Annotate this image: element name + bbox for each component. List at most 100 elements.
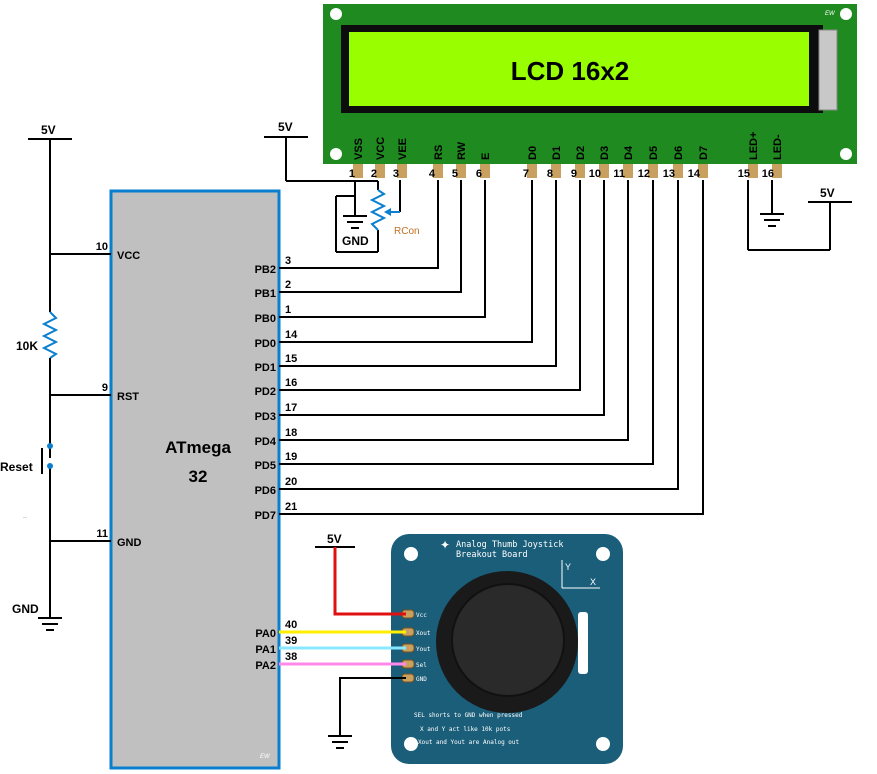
signal-wire xyxy=(279,180,581,391)
mcu-left-pin-label: GND xyxy=(117,537,142,549)
lcd-pin-contact xyxy=(673,164,683,178)
mcu-right-pin-label: PD3 xyxy=(255,411,276,423)
joy-5v-label: 5V xyxy=(327,532,342,546)
lcd-pin-number: 4 xyxy=(429,168,436,180)
lcd-pin-number: 3 xyxy=(393,168,399,180)
lcd-pin-contact xyxy=(748,164,758,178)
mcu-right-pin-number: 1 xyxy=(285,304,291,316)
axis-x-label: X xyxy=(590,577,596,587)
lcd-pin-number: 6 xyxy=(476,168,482,180)
signal-wire xyxy=(279,180,704,515)
lcd-pin-contact xyxy=(480,164,490,178)
lcd-pin-label: RS xyxy=(433,145,445,160)
mount-hole xyxy=(404,547,418,561)
lcd-pin-number: 7 xyxy=(523,168,529,180)
joy-pin-label: GND xyxy=(416,676,427,683)
mount-hole xyxy=(840,148,852,160)
mcu-name-line2: 32 xyxy=(189,467,208,486)
mcu-right-pin-number: 3 xyxy=(285,255,291,267)
resistor-label: 10K xyxy=(16,339,38,353)
mount-hole xyxy=(404,737,418,751)
lcd-pin-contact xyxy=(456,164,466,178)
switch-contact xyxy=(47,443,53,449)
vcc-5v-label: 5V xyxy=(41,123,56,137)
lcd-pin-label: D4 xyxy=(623,145,635,160)
lcd-module: EW LCD 16x2 VSS1VCC2VEE3RS4RW5E6D07D18D2… xyxy=(323,4,857,180)
mcu-right-pin-label: PA0 xyxy=(255,628,276,640)
signal-wire xyxy=(279,180,679,490)
joy-cap[interactable] xyxy=(451,583,565,697)
mcu-right-pin-number: 14 xyxy=(285,329,298,341)
led-5v-label: 5V xyxy=(820,186,835,200)
mcu-left-pin-number: 10 xyxy=(96,241,108,253)
lcd-pin-contact xyxy=(551,164,561,178)
mcu-right-pin-label: PA2 xyxy=(255,660,276,672)
lcd-pin-contact xyxy=(575,164,585,178)
lcd-screen xyxy=(349,32,809,106)
joy-note-1: SEL shorts to GND when pressed xyxy=(414,712,523,719)
switch-contact xyxy=(47,463,53,469)
lcd-pin-label: E xyxy=(480,153,492,160)
joystick-wiring xyxy=(279,546,406,749)
lcd-title: LCD 16x2 xyxy=(511,56,630,86)
lcd-pin-label: LED+ xyxy=(748,132,760,160)
lcd-pin-contact xyxy=(599,164,609,178)
mcu-right-pin-number: 16 xyxy=(285,377,297,389)
signal-wire xyxy=(279,180,533,343)
lcd-pin-label: D0 xyxy=(527,146,539,160)
lcd-pins: VSS1VCC2VEE3RS4RW5E6D07D18D29D310D411D51… xyxy=(349,132,784,180)
resistor-10k xyxy=(41,311,59,359)
lcd-pin-contact xyxy=(375,164,385,178)
mcu-right-pin-number: 17 xyxy=(285,402,297,414)
lcd-pin-label: D2 xyxy=(575,146,587,160)
lcd-power-wiring xyxy=(264,136,852,253)
lcd-pin-number: 16 xyxy=(762,168,774,180)
lcd-pin-number: 11 xyxy=(613,168,625,180)
mcu-right-pin-label: PD4 xyxy=(255,436,277,448)
mcu-right-pin-label: PB0 xyxy=(255,313,276,325)
lcd-pin-contact xyxy=(772,164,782,178)
lcd-backlight xyxy=(818,29,838,111)
lcd-pin-contact xyxy=(397,164,407,178)
lcd-pin-label: D5 xyxy=(648,146,660,160)
mount-hole xyxy=(596,737,610,751)
mcu-right-pin-label: PB1 xyxy=(255,288,276,300)
mcu-right-pin-number: 38 xyxy=(285,651,297,663)
joy-bracket xyxy=(578,612,588,674)
joy-note-2: X and Y act like 10k pots xyxy=(420,726,511,733)
joy-pin-label: Yout xyxy=(416,646,431,653)
lcd-pin-contact xyxy=(433,164,443,178)
reset-label: Reset xyxy=(0,460,33,474)
mcu-right-pin-number: 2 xyxy=(285,279,291,291)
joy-pin-label: Vcc xyxy=(416,612,427,619)
signal-wires xyxy=(279,180,704,515)
wire-gnd xyxy=(339,677,406,736)
joy-title-1: Analog Thumb Joystick xyxy=(456,540,563,550)
lcd-pin-label: D1 xyxy=(551,146,563,160)
left-gnd-label: GND xyxy=(12,602,39,616)
mcu-right-pin-label: PA1 xyxy=(255,644,276,656)
mcu-name-line1: ATmega xyxy=(165,438,231,457)
lcd-pin-contact xyxy=(698,164,708,178)
signal-wire xyxy=(279,180,629,441)
mcu-left-pin-label: VCC xyxy=(117,250,140,262)
lcd-5v-label: 5V xyxy=(278,120,293,134)
signal-wire xyxy=(279,180,462,293)
mcu-right-pin-label: PD6 xyxy=(255,485,276,497)
mcu-right-pin-number: 21 xyxy=(285,501,297,513)
dots-label: .. xyxy=(23,513,27,520)
signal-wire xyxy=(279,180,439,269)
mcu-left-pin-number: 9 xyxy=(102,382,108,394)
lcd-pin-number: 2 xyxy=(371,168,377,180)
mcu-right-pin-number: 15 xyxy=(285,353,297,365)
lcd-pin-number: 14 xyxy=(688,168,701,180)
lcd-pin-label: VCC xyxy=(375,137,387,160)
lcd-pin-contact xyxy=(527,164,537,178)
signal-wire xyxy=(279,180,486,318)
mount-hole xyxy=(330,8,342,20)
lcd-pin-number: 8 xyxy=(547,168,553,180)
joystick-board: ✦ Analog Thumb Joystick Breakout Board X… xyxy=(391,534,623,764)
lcd-brand: EW xyxy=(825,11,836,17)
mcu-right-pin-label: PD7 xyxy=(255,510,276,522)
